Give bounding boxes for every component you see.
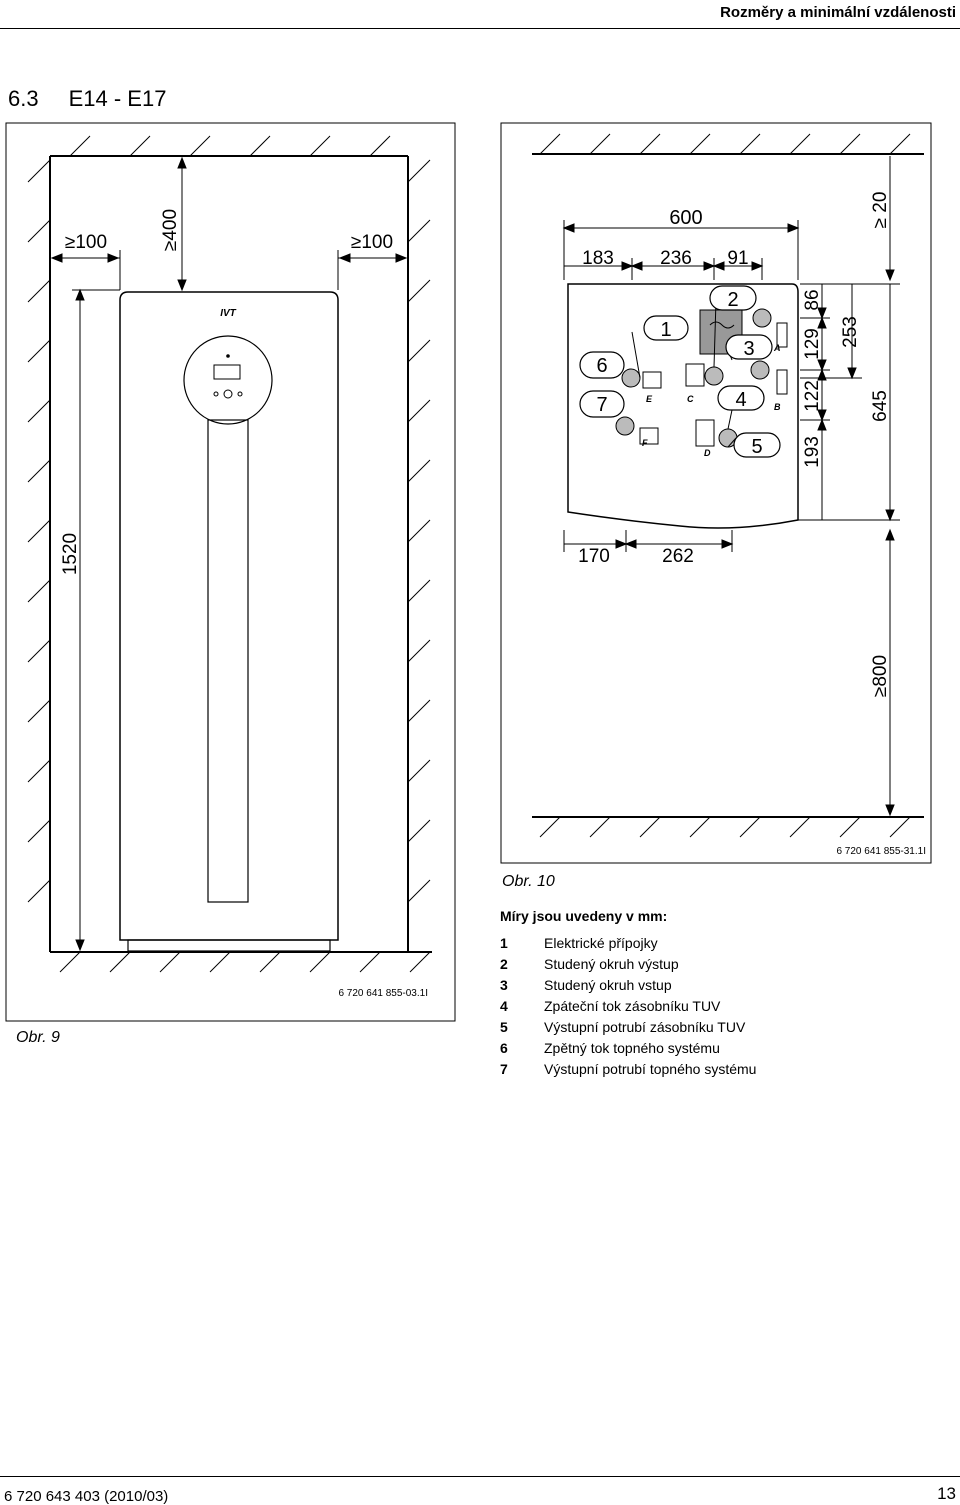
legend-text: Studený okruh vstup	[544, 977, 672, 993]
dim-side-left: ≥100	[65, 232, 107, 253]
dim-total-width: 600	[669, 207, 702, 229]
dim-height: 1520	[60, 533, 81, 575]
dim-w1: 183	[582, 248, 614, 269]
wall-hatch	[27, 135, 431, 973]
dim-v253: 253	[840, 316, 861, 348]
legend-text: Zpáteční tok zásobníku TUV	[544, 998, 721, 1014]
legend-text: Zpětný tok topného systému	[544, 1040, 720, 1056]
dim-v86: 86	[802, 289, 823, 310]
legend-text: Elektrické přípojky	[544, 935, 658, 951]
legend-text: Studený okruh výstup	[544, 956, 679, 972]
letter-a: A	[773, 343, 781, 353]
dim-top-clear: ≥ 20	[870, 192, 891, 229]
dim-bottom-clear: ≥800	[870, 655, 891, 697]
dim-w3: 91	[727, 248, 748, 269]
marker-6: 6	[596, 355, 607, 377]
legend-item: 3 Studený okruh vstup	[500, 975, 756, 996]
dim-b2: 262	[662, 546, 694, 567]
marker-7: 7	[596, 394, 607, 416]
marker-3: 3	[743, 338, 754, 360]
dim-v193: 193	[802, 436, 823, 468]
figure-10-caption: Obr. 10	[502, 873, 555, 890]
dim-v129: 129	[802, 328, 823, 360]
legend-num: 6	[500, 1040, 508, 1056]
letter-d: D	[704, 448, 711, 458]
legend-item: 2 Studený okruh výstup	[500, 954, 756, 975]
dim-top: ≥400	[160, 209, 181, 251]
dim-v122: 122	[802, 380, 823, 412]
legend-item: 5 Výstupní potrubí zásobníku TUV	[500, 1017, 756, 1038]
legend-item: 4 Zpáteční tok zásobníku TUV	[500, 996, 756, 1017]
legend: Míry jsou uvedeny v mm: 1 Elektrické příp…	[500, 906, 756, 1080]
footer-rule	[0, 1476, 960, 1477]
section-heading: 6.3 E14 - E17	[8, 86, 196, 112]
letter-c: C	[687, 394, 694, 404]
legend-item: 7 Výstupní potrubí topného systému	[500, 1059, 756, 1080]
legend-num: 3	[500, 977, 508, 993]
letter-b: B	[774, 402, 781, 412]
letter-e: E	[646, 394, 653, 404]
marker-4: 4	[735, 389, 746, 411]
section-title: E14 - E17	[68, 86, 167, 111]
page-number: 13	[937, 1484, 956, 1503]
dim-b1: 170	[578, 546, 610, 567]
legend-num: 1	[500, 935, 508, 951]
dim-side-right: ≥100	[351, 232, 393, 253]
legend-title: Míry jsou uvedeny v mm:	[500, 908, 668, 924]
legend-text: Výstupní potrubí zásobníku TUV	[544, 1019, 746, 1035]
legend-text: Výstupní potrubí topného systému	[544, 1061, 757, 1077]
figure-9-caption: Obr. 9	[16, 1029, 60, 1046]
legend-num: 7	[500, 1061, 508, 1077]
unit-logo: IVT	[220, 308, 236, 319]
marker-1: 1	[660, 319, 671, 341]
figure-10: 1 2 3 4 5 6 7 A B C D E F 600 183 236 91…	[500, 122, 932, 890]
dim-w2: 236	[660, 248, 692, 269]
legend-num: 5	[500, 1019, 508, 1035]
legend-num: 4	[500, 998, 508, 1014]
section-number: 6.3	[8, 86, 39, 111]
dim-v645: 645	[870, 390, 891, 422]
letter-f: F	[642, 438, 648, 448]
header-title: Rozměry a minimální vzdálenosti	[720, 4, 956, 21]
figure-9: IVT ≥100 ≥100 ≥400 1520 6 720 641 855-03…	[5, 122, 456, 1046]
legend-item: 6 Zpětný tok topného systému	[500, 1038, 756, 1059]
figure-10-code: 6 720 641 855-31.1I	[836, 846, 926, 857]
marker-2: 2	[727, 289, 738, 311]
legend-item: 1 Elektrické přípojky	[500, 933, 756, 954]
figure-9-code: 6 720 641 855-03.1I	[338, 988, 428, 999]
footer-doc-number: 6 720 643 403 (2010/03)	[4, 1488, 169, 1505]
marker-5: 5	[751, 436, 762, 458]
header-rule	[0, 28, 960, 29]
floor-hatch	[539, 133, 911, 838]
legend-num: 2	[500, 956, 508, 972]
